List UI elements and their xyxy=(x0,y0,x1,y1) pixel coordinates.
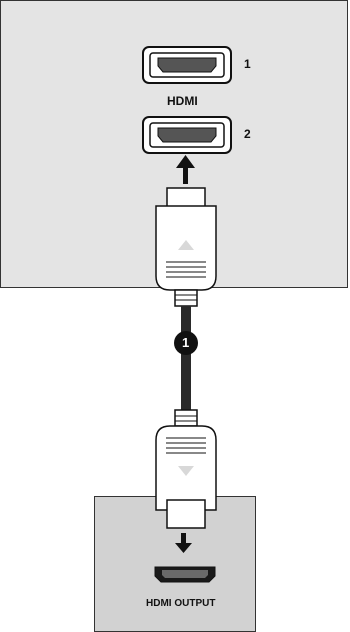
hdmi-cable xyxy=(181,306,191,410)
port-2-number: 2 xyxy=(244,127,251,141)
hdmi-port-2-icon xyxy=(142,116,232,154)
hdmi-plug-bottom-icon xyxy=(155,409,217,529)
step-badge-number: 1 xyxy=(182,335,190,350)
hdmi-output-port-icon xyxy=(154,566,216,583)
arrow-down-icon xyxy=(175,533,192,553)
hdmi-port-label: HDMI xyxy=(167,94,198,108)
hdmi-port-1-icon xyxy=(142,46,232,84)
step-badge xyxy=(174,331,198,355)
arrow-up-icon xyxy=(176,155,195,184)
port-1-number: 1 xyxy=(244,57,251,71)
hdmi-plug-top-icon xyxy=(155,187,217,307)
hdmi-output-label: HDMI OUTPUT xyxy=(146,598,216,609)
